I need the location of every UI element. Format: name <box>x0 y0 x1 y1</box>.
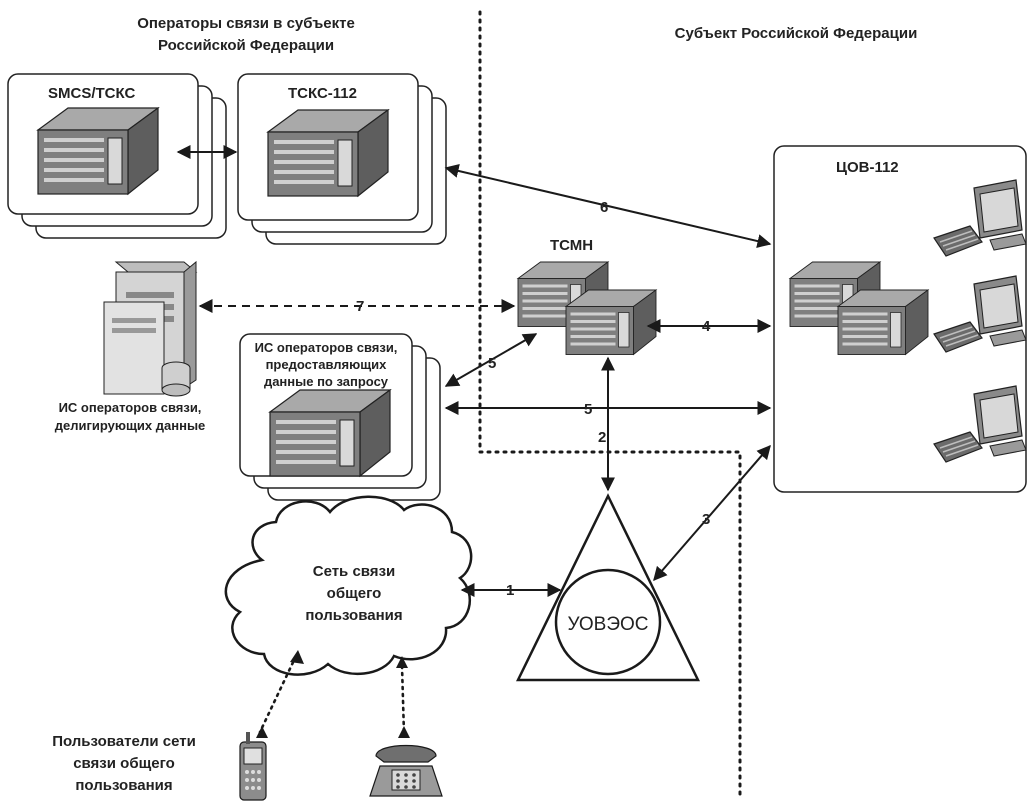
smcs-tsks-block: SMCS/ТСКС <box>7 73 227 239</box>
server-rack-icon <box>269 389 391 477</box>
users-label-line1: Пользователи сети <box>52 733 196 750</box>
is-request-label-line2: предоставляющих <box>266 357 388 372</box>
is-delegating-label-line1: ИС операторов связи, <box>59 400 202 415</box>
users-label-line3: пользования <box>75 777 172 794</box>
triangle-node-icon <box>515 493 701 682</box>
link-5-tsmn <box>444 333 538 387</box>
link-2-label: 2 <box>598 429 606 446</box>
server-tower-icon <box>103 260 198 397</box>
link-1-label: 1 <box>506 582 514 599</box>
link-3 <box>653 444 771 582</box>
is-request-block: ИС операторов связи, предоставляющих дан… <box>239 333 441 501</box>
network-label-line1: Сеть связи <box>313 563 396 580</box>
link-5-tsmn-label: 5 <box>488 355 496 372</box>
server-rack-icon <box>267 109 389 197</box>
network-label-line3: пользования <box>305 607 402 624</box>
network-label-line2: общего <box>327 585 382 602</box>
operators-region-title-line2: Российской Федерации <box>158 37 334 54</box>
server-rack-icon <box>37 107 159 195</box>
operators-region-title-line1: Операторы связи в субъекте <box>137 15 355 32</box>
cov-112-label: ЦОВ-112 <box>836 159 899 176</box>
link-6 <box>444 164 772 248</box>
link-deskphone <box>400 664 406 736</box>
is-request-label-line3: данные по запросу <box>264 374 389 389</box>
cloud-icon <box>224 495 473 676</box>
is-delegating-label-line2: делигирующих данные <box>55 418 206 433</box>
link-7-label: 7 <box>356 298 364 315</box>
link-3-label: 3 <box>702 511 710 528</box>
desk-phone-icon <box>369 744 443 797</box>
link-mobile <box>258 654 298 734</box>
uovzeos-label: УОВЭОС <box>567 614 648 635</box>
mobile-phone-icon <box>239 732 267 801</box>
tsmn-label: ТСМН <box>550 237 593 254</box>
server-rack-icon <box>837 289 929 355</box>
smcs-tsks-label: SMCS/ТСКС <box>48 85 135 102</box>
link-6-label: 6 <box>600 199 608 216</box>
tsks-112-block: ТСКС-112 <box>237 73 447 245</box>
is-request-label-line1: ИС операторов связи, <box>255 340 398 355</box>
tsks-112-label: ТСКС-112 <box>288 85 357 102</box>
link-5-cov-label: 5 <box>584 401 592 418</box>
region-border <box>478 10 742 802</box>
server-rack-icon <box>565 289 657 355</box>
users-label-line2: связи общего <box>73 755 175 772</box>
subject-rf-title: Субъект Российской Федерации <box>675 25 918 42</box>
link-4-label: 4 <box>702 318 711 335</box>
